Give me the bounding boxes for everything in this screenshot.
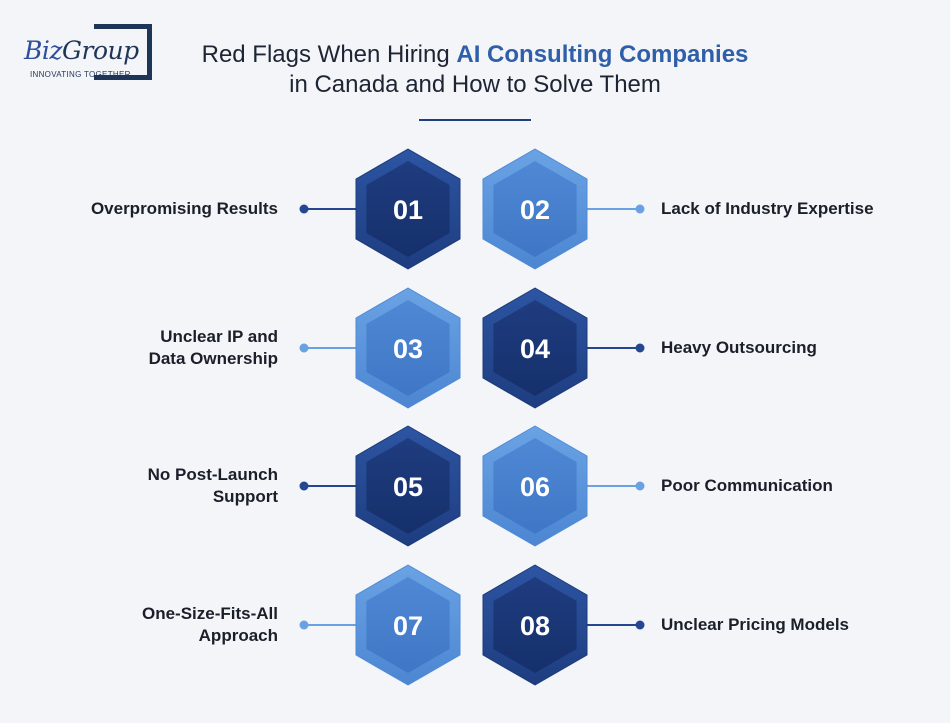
logo-frame <box>94 24 152 80</box>
flag-item-07: 07 <box>299 564 461 686</box>
flag-item-08: 08 <box>482 564 645 686</box>
flag-label-01: Overpromising Results <box>90 199 278 218</box>
connector-dot <box>635 481 645 491</box>
hexagon-inner <box>366 577 450 673</box>
hexagon-number: 08 <box>520 611 550 641</box>
connector-dot <box>299 204 309 214</box>
flag-label-05: No Post-Launch Support <box>147 465 278 506</box>
flag-label-07: One-Size-Fits-All Approach <box>141 604 278 645</box>
title-line2: in Canada and How to Solve Them <box>289 71 661 98</box>
hexagon-number: 03 <box>393 334 423 364</box>
hexagon-inner <box>366 438 450 534</box>
title-underline <box>419 119 531 121</box>
flag-item-06: 06 <box>482 425 645 547</box>
flag-item-03: 03 <box>299 287 461 409</box>
logo-word-biz: Biz <box>24 36 63 65</box>
hexagon-number: 02 <box>520 195 550 225</box>
hexagon-inner <box>493 300 577 396</box>
connector-dot <box>635 204 645 214</box>
hexagon-inner <box>366 161 450 257</box>
flag-label-02: Lack of Industry Expertise <box>661 199 874 218</box>
flag-label-04: Heavy Outsourcing <box>661 338 817 357</box>
hexagon-number: 05 <box>393 472 423 502</box>
hexagon-inner <box>366 300 450 396</box>
logo-tagline: INNOVATING TOGETHER <box>30 70 131 79</box>
connector-dot <box>299 343 309 353</box>
flag-item-01: 01 <box>299 148 461 270</box>
connector-dot <box>299 481 309 491</box>
flag-item-02: 02 <box>482 148 645 270</box>
flag-label-08: Unclear Pricing Models <box>661 615 849 634</box>
connector-dot <box>299 620 309 630</box>
title-highlight: AI Consulting Companies <box>456 41 749 68</box>
title-prefix: Red Flags When Hiring <box>201 41 457 68</box>
flag-item-05: 05 <box>299 425 461 547</box>
connector-dot <box>635 620 645 630</box>
bizgroup-logo: BizGroup INNOVATING TOGETHER <box>22 24 156 84</box>
logo-word-group: Group <box>62 36 139 65</box>
hexagon-inner <box>493 161 577 257</box>
connector-dot <box>635 343 645 353</box>
hexagon-number: 06 <box>520 472 550 502</box>
flag-item-04: 04 <box>482 287 645 409</box>
hexagon-inner <box>493 438 577 534</box>
flag-label-03: Unclear IP and Data Ownership <box>148 327 278 368</box>
hexagon-number: 01 <box>393 195 423 225</box>
hexagon-inner <box>493 577 577 673</box>
flag-label-06: Poor Communication <box>661 476 833 495</box>
hexagon-number: 04 <box>520 334 550 364</box>
hexagon-number: 07 <box>393 611 423 641</box>
logo-wordmark: BizGroup <box>24 36 139 65</box>
page-title: Red Flags When Hiring AI Consulting Comp… <box>180 40 770 100</box>
